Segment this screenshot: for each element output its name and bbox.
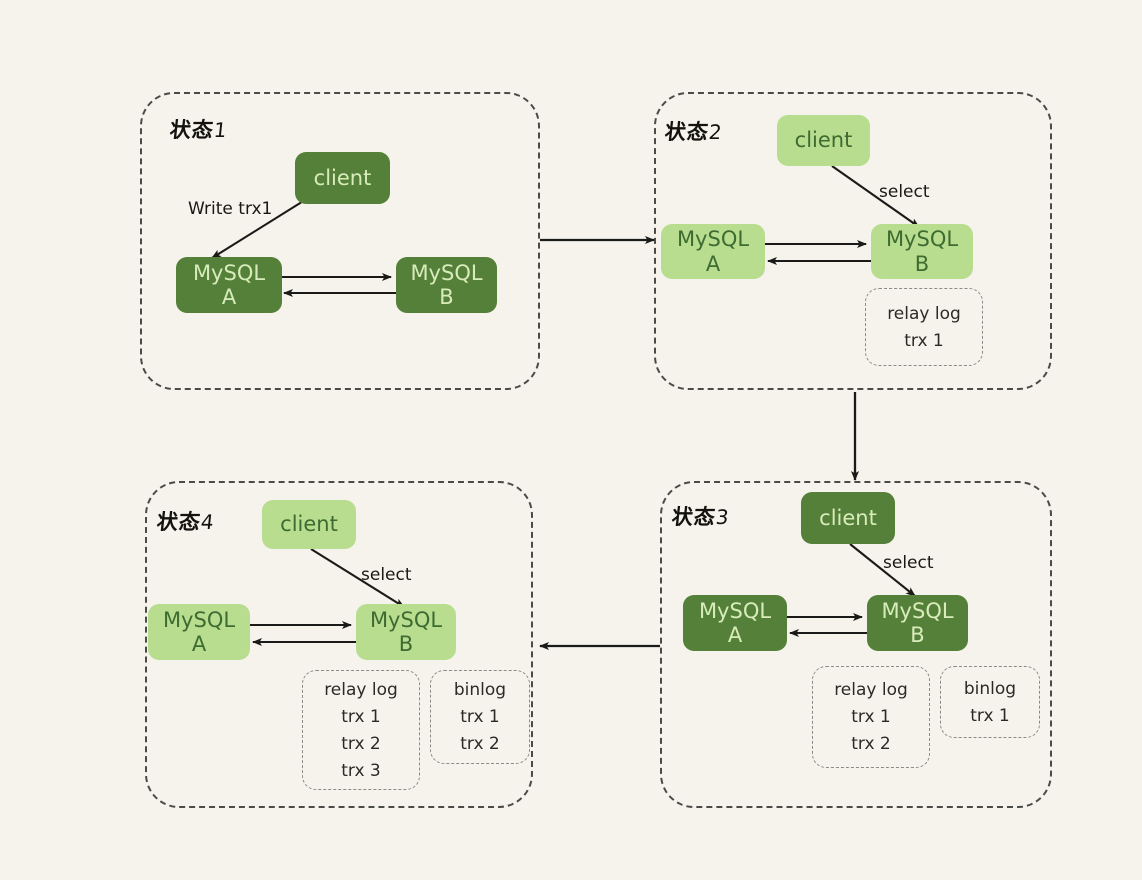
- panel-state4-select-label: select: [361, 565, 412, 585]
- panel-state3-binlog-title: binlog: [963, 678, 1017, 699]
- panel-state3-client[interactable]: client: [801, 492, 895, 544]
- panel-state2-mysql-a-line2: A: [705, 251, 721, 276]
- panel-state3: [660, 481, 1052, 808]
- panel-state1-mysql-b[interactable]: MySQL B: [396, 257, 497, 313]
- panel-state3-mysql-b-line1: MySQL: [881, 598, 954, 623]
- panel-state4-mysql-a-line1: MySQL: [162, 607, 236, 632]
- panel-state3-relay-log-entry-1: trx 2: [851, 734, 891, 754]
- panel-state3-label-cjk: 状态: [670, 505, 718, 529]
- panel-state2-label: 状态2: [663, 116, 723, 146]
- panel-state1-mysql-a-line1: MySQL: [192, 260, 266, 285]
- panel-state2-relay-log-title: relay log: [887, 303, 961, 324]
- panel-state4-client-label: client: [280, 512, 338, 537]
- panel-state2-mysql-b-line1: MySQL: [885, 227, 959, 252]
- panel-state2-client[interactable]: client: [777, 115, 870, 166]
- panel-state4-binlog-entry-0: trx 1: [460, 707, 500, 727]
- panel-state2-relay-log-entry-0: trx 1: [904, 330, 944, 351]
- panel-state1-label-num: 1: [212, 118, 228, 142]
- panel-state1-label-cjk: 状态: [168, 118, 216, 142]
- panel-state4-mysql-b[interactable]: MySQL B: [356, 604, 456, 660]
- panel-state1: [140, 92, 540, 390]
- panel-state2-mysql-a-line1: MySQL: [676, 227, 750, 252]
- panel-state4-relay-log-title: relay log: [324, 679, 398, 700]
- panel-state4-mysql-b-line2: B: [398, 632, 414, 656]
- panel-state4-label-cjk: 状态: [155, 510, 203, 534]
- panel-state3-mysql-a-line2: A: [727, 623, 743, 647]
- panel-state1-mysql-a-line2: A: [221, 285, 237, 309]
- panel-state2-mysql-b-line2: B: [914, 251, 930, 276]
- panel-state3-label-num: 3: [714, 505, 730, 529]
- panel-state3-label: 状态3: [670, 501, 730, 531]
- panel-state4-mysql-b-line1: MySQL: [369, 607, 443, 632]
- panel-state4-client[interactable]: client: [262, 500, 356, 549]
- panel-state4-mysql-a-line2: A: [191, 632, 207, 656]
- panel-state4-relay-log-entry-1: trx 2: [341, 733, 381, 754]
- panel-state1-label: 状态1: [168, 114, 228, 144]
- panel-state3-client-label: client: [819, 505, 877, 530]
- panel-state2-label-num: 2: [707, 120, 723, 144]
- panel-state4-relay-log-entry-2: trx 3: [341, 760, 381, 781]
- panel-state2-select-label: select: [879, 182, 930, 202]
- panel-state1-write-trx1-label: Write trx1: [188, 199, 273, 219]
- panel-state2-mysql-b[interactable]: MySQL B: [871, 224, 973, 279]
- panel-state2: [654, 92, 1052, 390]
- panel-state2-relay-log: relay log trx 1: [865, 288, 983, 366]
- panel-state2-client-label: client: [794, 128, 853, 153]
- panel-state1-client[interactable]: client: [295, 152, 390, 204]
- panel-state4-relay-log: relay log trx 1 trx 2 trx 3: [302, 670, 420, 790]
- panel-state3-relay-log-title: relay log: [834, 680, 908, 700]
- panel-state4-label: 状态4: [155, 506, 215, 536]
- panel-state4: [145, 481, 533, 808]
- panel-state3-mysql-b[interactable]: MySQL B: [867, 595, 968, 651]
- panel-state3-binlog: binlog trx 1: [940, 666, 1040, 738]
- panel-state4-binlog-entry-1: trx 2: [460, 734, 500, 754]
- panel-state3-mysql-a[interactable]: MySQL A: [683, 595, 787, 651]
- panel-state3-mysql-b-line2: B: [910, 623, 925, 647]
- panel-state2-label-cjk: 状态: [663, 120, 711, 144]
- panel-state4-label-num: 4: [199, 510, 215, 534]
- panel-state1-mysql-a[interactable]: MySQL A: [176, 257, 282, 313]
- panel-state1-mysql-b-line2: B: [439, 285, 454, 309]
- panel-state1-client-label: client: [313, 165, 372, 190]
- panel-state3-binlog-entry-0: trx 1: [970, 705, 1010, 726]
- panel-state4-mysql-a[interactable]: MySQL A: [148, 604, 250, 660]
- panel-state3-select-label: select: [883, 553, 934, 573]
- panel-state4-binlog-title: binlog: [453, 680, 507, 700]
- panel-state3-relay-log-entry-0: trx 1: [851, 707, 891, 727]
- panel-state3-relay-log: relay log trx 1 trx 2: [812, 666, 930, 768]
- panel-state4-binlog: binlog trx 1 trx 2: [430, 670, 530, 764]
- panel-state2-mysql-a[interactable]: MySQL A: [661, 224, 765, 279]
- panel-state3-mysql-a-line1: MySQL: [698, 598, 772, 623]
- panel-state4-relay-log-entry-0: trx 1: [341, 706, 381, 727]
- panel-state1-mysql-b-line1: MySQL: [410, 260, 483, 285]
